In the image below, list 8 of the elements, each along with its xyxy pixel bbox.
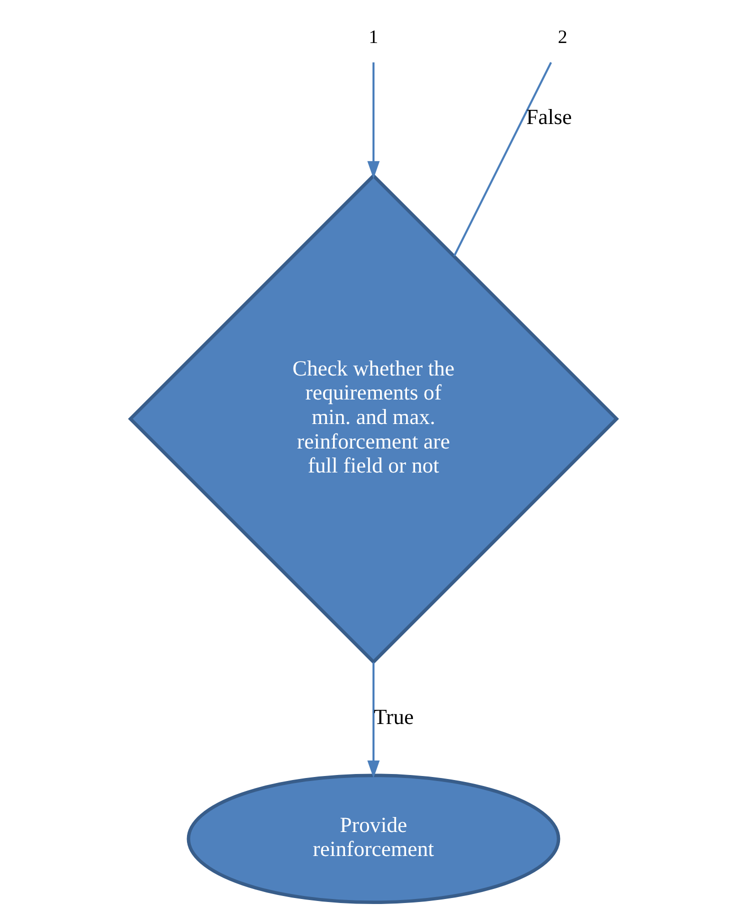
arrow — [367, 62, 380, 179]
arrow — [367, 662, 380, 778]
node-text: 2 — [558, 26, 568, 48]
edge-label: False — [526, 105, 572, 130]
connector — [453, 62, 552, 256]
node-ellipse: Provide reinforcement — [186, 774, 560, 904]
node-diamond: Check whether the requirements of min. and max. reinforcement are full field or not — [128, 173, 619, 664]
node-text: 1 — [368, 26, 378, 48]
